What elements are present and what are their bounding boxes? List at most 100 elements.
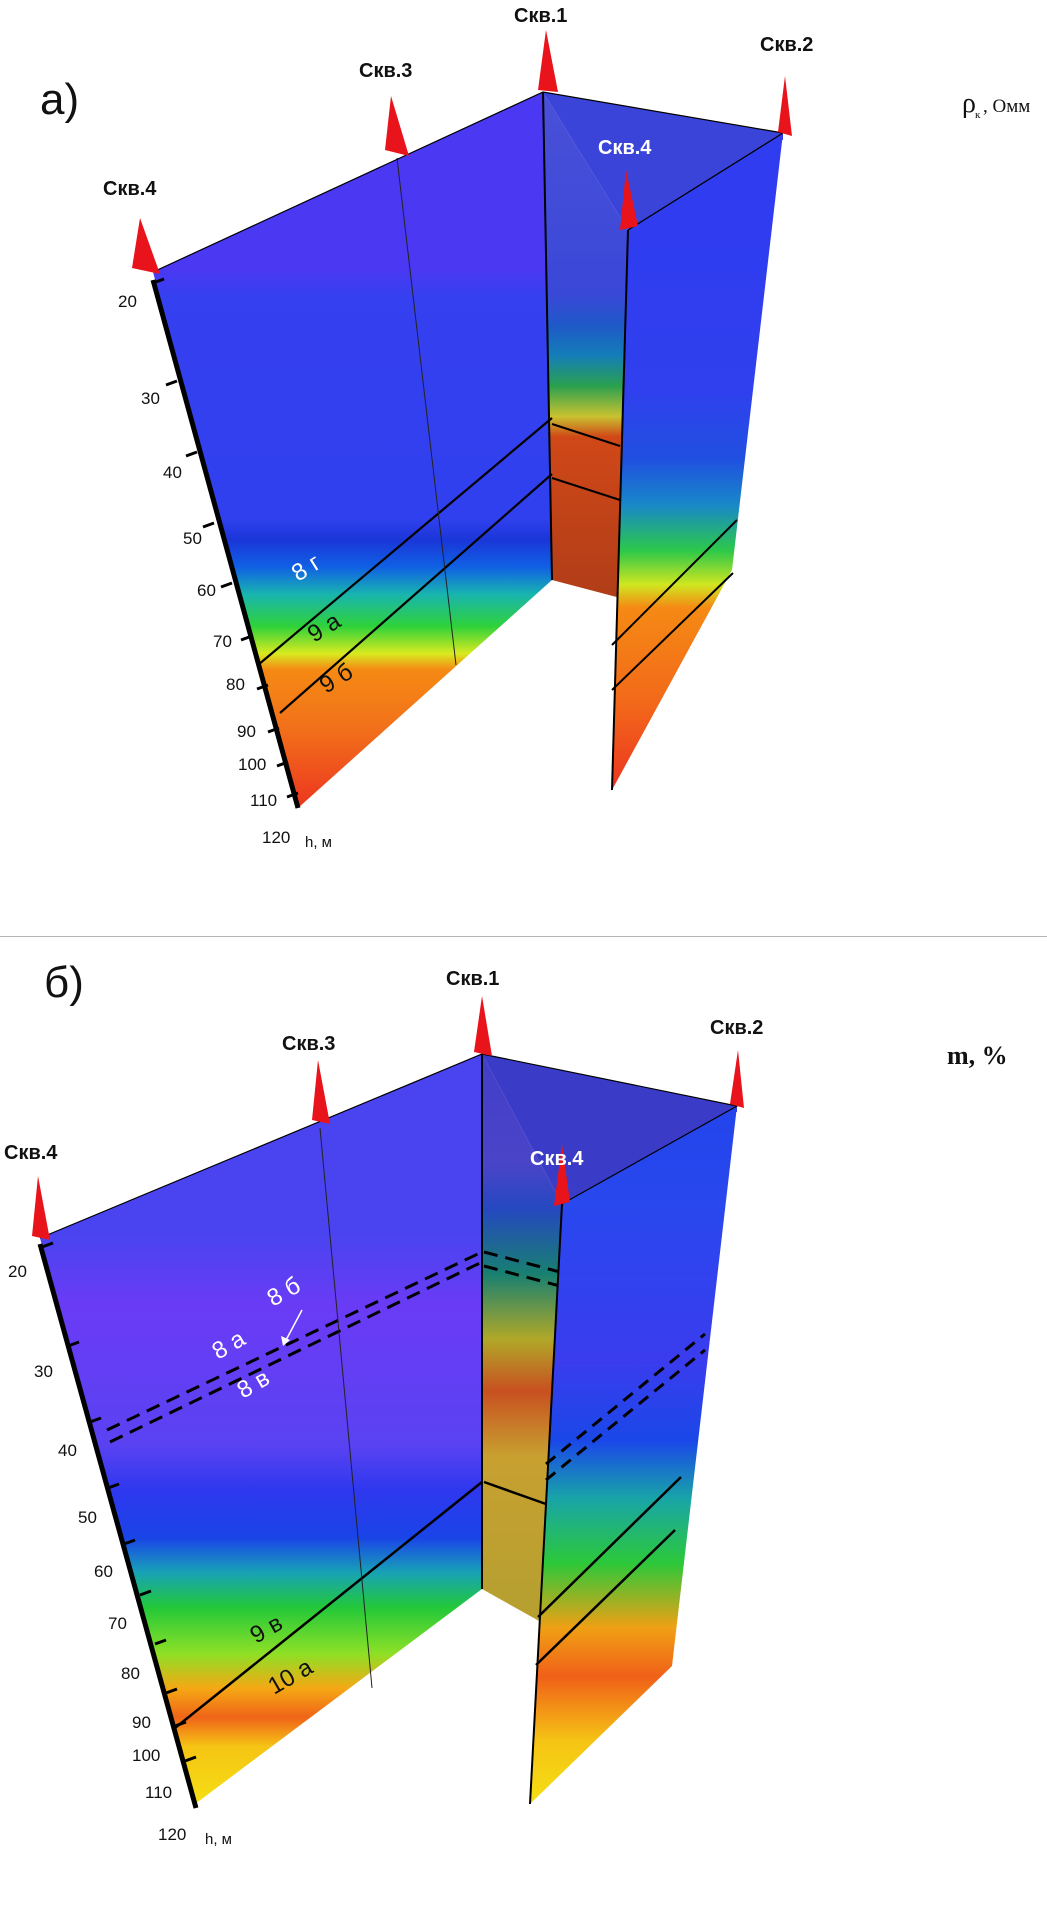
well-label: Скв.4 bbox=[103, 178, 157, 200]
well-marker: Скв.4 bbox=[530, 1144, 584, 1206]
well-marker: Скв.2 bbox=[710, 1017, 763, 1108]
dashed-boundary bbox=[483, 1250, 561, 1274]
well-label: Скв.3 bbox=[282, 1033, 335, 1055]
section-well2-top bbox=[543, 92, 783, 230]
depth-tick-label: 60 bbox=[197, 581, 216, 600]
well3-line bbox=[319, 1127, 373, 1689]
well-label: Скв.1 bbox=[446, 968, 499, 990]
well3-line bbox=[396, 157, 457, 666]
dashed-boundary bbox=[483, 1264, 561, 1288]
depth-tick-label: 80 bbox=[121, 1664, 140, 1683]
well-marker-icon bbox=[474, 996, 492, 1056]
fence-diagram-a: 20 30 40 50 60 70 80 90 100 110 120 h, м… bbox=[40, 5, 1030, 851]
depth-tick-label: 90 bbox=[237, 722, 256, 741]
well1-edge bbox=[542, 91, 553, 581]
depth-tick-labels: 20 30 40 50 60 70 80 90 100 110 120 bbox=[118, 292, 290, 847]
boundary-line bbox=[257, 417, 553, 666]
depth-ticks bbox=[152, 277, 299, 799]
leader-line bbox=[284, 1309, 303, 1343]
boundary-line bbox=[611, 572, 734, 691]
well-marker: Скв.4 bbox=[598, 137, 652, 230]
well-marker-icon bbox=[730, 1050, 744, 1108]
parameter-label: ρ к , Омм bbox=[962, 88, 1030, 121]
parameter-symbol: ρ bbox=[962, 88, 976, 119]
panel-letter: а) bbox=[40, 75, 79, 124]
boundary-line bbox=[551, 423, 621, 447]
depth-tick-label: 20 bbox=[8, 1262, 27, 1281]
panel-b: 20 30 40 50 60 70 80 90 100 110 120 h, м… bbox=[0, 936, 1047, 1927]
depth-tick-label: 70 bbox=[213, 632, 232, 651]
depth-tick-label: 120 bbox=[158, 1825, 186, 1844]
well-label: Скв.1 bbox=[514, 5, 567, 27]
well-marker-icon bbox=[538, 30, 558, 92]
boundary-line bbox=[611, 519, 738, 646]
depth-tick-label: 40 bbox=[58, 1441, 77, 1460]
boundary-line bbox=[279, 473, 553, 714]
panel-a: 20 30 40 50 60 70 80 90 100 110 120 h, м… bbox=[0, 0, 1047, 930]
leader-arrow-icon bbox=[281, 1336, 290, 1346]
well-marker: Скв.2 bbox=[760, 34, 813, 136]
section-well2-top bbox=[482, 1054, 737, 1204]
depth-tick-label: 30 bbox=[141, 389, 160, 408]
section-well1-well4 bbox=[482, 1054, 562, 1626]
depth-ticks bbox=[41, 1241, 197, 1763]
well-label: Скв.4 bbox=[598, 137, 652, 159]
depth-tick-label: 100 bbox=[238, 755, 266, 774]
well-marker: Скв.4 bbox=[4, 1142, 58, 1240]
depth-axis-label: h, м bbox=[305, 834, 332, 851]
boundary-line bbox=[537, 1476, 682, 1618]
section-well2-well4 bbox=[530, 1106, 737, 1804]
well-marker-icon bbox=[132, 218, 160, 274]
depth-tick-label: 70 bbox=[108, 1614, 127, 1633]
section-well4-well3-well1 bbox=[153, 92, 552, 808]
boundary-line bbox=[535, 1529, 676, 1666]
depth-tick-label: 90 bbox=[132, 1713, 151, 1732]
well-marker: Скв.3 bbox=[359, 60, 412, 156]
well4-edge bbox=[529, 1203, 563, 1805]
well-label: Скв.2 bbox=[710, 1017, 763, 1039]
well-marker-icon bbox=[385, 96, 409, 156]
boundary-line bbox=[551, 477, 621, 501]
parameter-label: m, % bbox=[947, 1041, 1008, 1070]
section-well1-well4 bbox=[543, 92, 628, 600]
boundary-line bbox=[483, 1480, 547, 1506]
well-marker: Скв.1 bbox=[446, 968, 499, 1056]
panel-divider bbox=[0, 936, 1047, 937]
depth-axis-label: h, м bbox=[205, 1831, 232, 1848]
dashed-boundary bbox=[545, 1348, 706, 1482]
depth-tick-labels: 20 30 40 50 60 70 80 90 100 110 120 bbox=[8, 1262, 186, 1844]
depth-tick-label: 50 bbox=[183, 529, 202, 548]
fence-diagram-b: 20 30 40 50 60 70 80 90 100 110 120 h, м… bbox=[4, 958, 1008, 1848]
depth-axis bbox=[150, 279, 301, 809]
dashed-boundary bbox=[109, 1260, 483, 1444]
dashed-boundary bbox=[106, 1250, 483, 1432]
depth-axis bbox=[37, 1243, 199, 1809]
dashed-boundary bbox=[545, 1332, 706, 1466]
well4-edge bbox=[611, 229, 629, 791]
well-label: Скв.3 bbox=[359, 60, 412, 82]
well-marker-icon bbox=[620, 170, 638, 230]
well-marker-icon bbox=[778, 76, 792, 136]
panel-letter: б) bbox=[44, 958, 84, 1007]
well-marker-icon bbox=[312, 1060, 330, 1124]
top-edge bbox=[152, 91, 785, 273]
depth-tick-label: 60 bbox=[94, 1562, 113, 1581]
boundary-line bbox=[174, 1481, 483, 1729]
depth-tick-label: 110 bbox=[145, 1783, 172, 1802]
depth-tick-label: 80 bbox=[226, 675, 245, 694]
top-edge bbox=[39, 1053, 739, 1239]
depth-tick-label: 30 bbox=[34, 1362, 53, 1381]
parameter-unit: , Омм bbox=[983, 96, 1030, 117]
well-label: Скв.4 bbox=[530, 1148, 584, 1170]
depth-tick-label: 120 bbox=[262, 828, 290, 847]
well-label: Скв.2 bbox=[760, 34, 813, 56]
depth-tick-label: 50 bbox=[78, 1508, 97, 1527]
parameter-subscript: к bbox=[975, 109, 981, 121]
well-label: Скв.4 bbox=[4, 1142, 58, 1164]
section-well2-well4 bbox=[612, 133, 783, 790]
well-marker-icon bbox=[554, 1144, 570, 1206]
well-marker-icon bbox=[32, 1176, 50, 1240]
section-well4-well3-well1 bbox=[40, 1054, 482, 1804]
depth-tick-label: 40 bbox=[163, 463, 182, 482]
depth-tick-label: 100 bbox=[132, 1746, 160, 1765]
